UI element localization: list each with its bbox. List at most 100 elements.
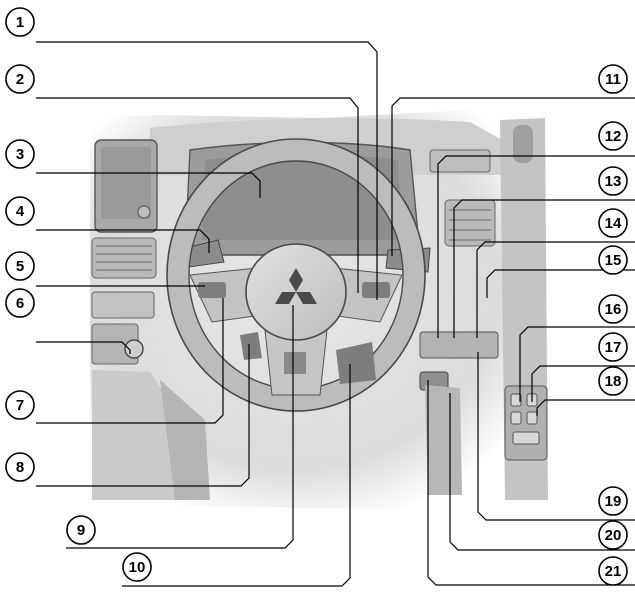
lower-spoke-grille	[284, 352, 306, 374]
brand-emblem	[275, 268, 317, 304]
upper-right-vent	[429, 149, 491, 173]
callout-circle	[66, 515, 96, 545]
callout-number: 18	[605, 373, 622, 390]
callout-5: 5	[5, 251, 35, 281]
callout-circle	[5, 7, 35, 37]
right-switch-panel	[419, 331, 499, 359]
leader-2	[36, 97, 359, 293]
left-air-vent	[91, 237, 157, 279]
callout-9: 9	[66, 515, 96, 545]
callout-circle	[598, 245, 628, 275]
leader-3	[36, 172, 261, 198]
callout-2: 2	[5, 64, 35, 94]
leader-12	[437, 155, 635, 338]
callout-circle	[598, 556, 628, 586]
steering-wheel-rim	[167, 139, 425, 411]
callout-13: 13	[598, 166, 628, 196]
callout-circle	[598, 64, 628, 94]
leader-11	[391, 97, 635, 256]
leader-20	[449, 393, 635, 551]
lower-left-panel	[91, 291, 155, 319]
callout-18: 18	[598, 366, 628, 396]
leader-8	[36, 344, 250, 487]
leader-16	[519, 326, 635, 402]
callout-number: 1	[16, 14, 24, 31]
door-speaker	[513, 125, 533, 163]
callout-circle	[5, 390, 35, 420]
window-switches	[510, 393, 540, 445]
knee-panel	[92, 370, 180, 500]
callout-15: 15	[598, 245, 628, 275]
callout-7: 7	[5, 390, 35, 420]
callout-number: 16	[605, 301, 622, 318]
callout-16: 16	[598, 294, 628, 324]
leader-6	[36, 341, 131, 354]
steering-column-shroud	[336, 342, 376, 384]
callout-8: 8	[5, 452, 35, 482]
leader-1	[36, 41, 378, 300]
callout-number: 8	[16, 459, 24, 476]
leader-19	[477, 352, 635, 521]
callout-circle	[5, 64, 35, 94]
right-wheel-switches	[362, 282, 390, 298]
leader-9	[66, 305, 294, 549]
callout-3: 3	[5, 139, 35, 169]
callout-circle	[122, 552, 152, 582]
callout-number: 12	[605, 128, 622, 145]
callout-circle	[5, 139, 35, 169]
callout-number: 2	[16, 71, 24, 88]
callout-number: 4	[16, 203, 25, 220]
callout-14: 14	[598, 208, 628, 238]
leader-lines	[36, 41, 635, 587]
leader-15	[486, 269, 635, 298]
leader-18	[536, 399, 635, 416]
leader-4	[36, 229, 210, 253]
left-wheel-switches	[198, 282, 226, 298]
callout-10: 10	[122, 552, 152, 582]
callout-11: 11	[598, 64, 628, 94]
callout-number: 13	[605, 173, 622, 190]
leader-14	[476, 241, 635, 338]
callout-20: 20	[598, 520, 628, 550]
callout-number: 10	[129, 559, 146, 576]
center-display-glass	[101, 147, 151, 219]
left-vent-slats	[96, 245, 152, 271]
hood-release-area	[240, 332, 262, 360]
callout-circle	[598, 332, 628, 362]
callout-circle	[5, 288, 35, 318]
leader-7	[36, 298, 224, 424]
callout-12: 12	[598, 121, 628, 151]
callout-17: 17	[598, 332, 628, 362]
callout-circle	[5, 251, 35, 281]
callout-number: 14	[605, 215, 622, 232]
callout-number: 9	[77, 522, 85, 539]
callout-number: 6	[16, 295, 24, 312]
callout-number: 11	[605, 71, 621, 88]
callout-4: 4	[5, 196, 35, 226]
callout-number: 21	[605, 563, 622, 580]
display-knob	[137, 205, 151, 219]
callout-circle	[5, 452, 35, 482]
cockpit-illustration	[90, 110, 548, 510]
callout-number: 7	[16, 397, 24, 414]
start-button	[124, 339, 144, 359]
callout-circle	[5, 196, 35, 226]
right-air-vent	[444, 199, 496, 247]
steering-wheel-rim-outline-outer	[166, 138, 426, 412]
knee-panel-shadow	[160, 380, 210, 500]
callout-number: 3	[16, 146, 24, 163]
leader-10	[122, 364, 351, 587]
callout-21: 21	[598, 556, 628, 586]
callout-number: 5	[16, 258, 24, 275]
leader-17	[531, 365, 635, 402]
right-vent-slats	[449, 209, 491, 241]
callout-circle	[598, 486, 628, 516]
center-console-side	[425, 385, 462, 495]
callout-circle	[598, 520, 628, 550]
callout-circle	[598, 294, 628, 324]
callout-number: 20	[605, 527, 622, 544]
callout-6: 6	[5, 288, 35, 318]
leader-21	[427, 380, 635, 586]
callout-circle	[598, 366, 628, 396]
